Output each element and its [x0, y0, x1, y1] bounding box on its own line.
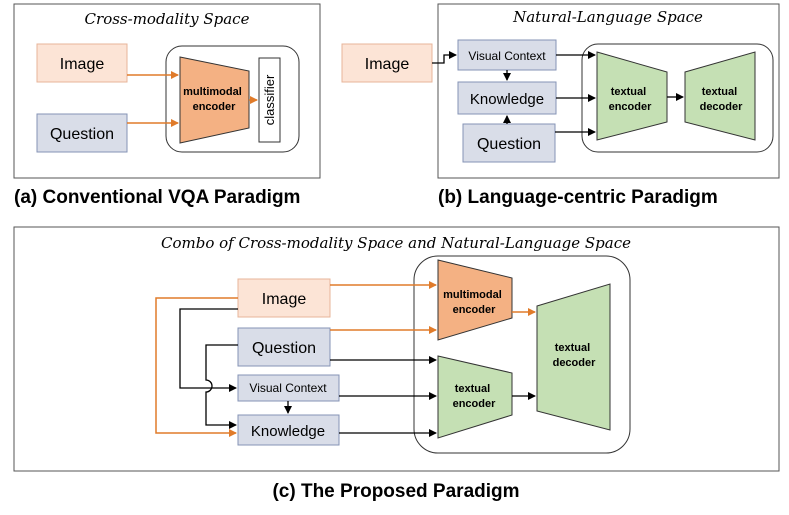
classifier-box	[258, 57, 281, 143]
textual-decoder-label: textual decoder	[700, 86, 744, 113]
textual-encoder-shape	[437, 355, 513, 439]
panel-a-title: Cross-modality Space	[85, 10, 250, 28]
image-label: Image	[262, 291, 307, 308]
textual-encoder-label: textual encoder	[453, 383, 497, 410]
panel-a: Cross-modality Space Image Question mult…	[13, 3, 321, 208]
multimodal-encoder-shape	[437, 259, 513, 341]
knowledge-label: Knowledge	[251, 423, 325, 440]
image-label: Image	[60, 56, 105, 73]
knowledge-label: Knowledge	[470, 91, 544, 108]
question-label: Question	[477, 136, 541, 153]
visual-context-label: Visual Context	[249, 381, 327, 395]
textual-encoder-label: textual encoder	[609, 86, 653, 113]
question-box	[36, 113, 128, 153]
question-label: Question	[252, 340, 316, 357]
arrow-image-visual-context	[432, 51, 457, 64]
panel-c-title: Combo of Cross-modality Space and Natura…	[161, 234, 631, 252]
knowledge-box	[237, 414, 340, 446]
textual-decoder-shape	[684, 51, 756, 141]
panel-b-frame	[437, 3, 780, 179]
multimodal-encoder-label: multimodal encoder	[443, 289, 505, 316]
question-label: Question	[50, 126, 114, 143]
arrow-image-knowledge-orange	[155, 297, 238, 437]
multimodal-encoder-label: multimodal encoder	[183, 86, 245, 113]
arrow-image-visual-context	[179, 308, 238, 392]
image-box	[341, 43, 433, 83]
panel-a-caption: (a) Conventional VQA Paradigm	[14, 187, 300, 208]
model-container	[413, 255, 631, 454]
panel-a-frame	[13, 3, 321, 179]
knowledge-box	[457, 81, 557, 115]
textual-encoder-shape	[596, 51, 668, 141]
image-box	[237, 278, 331, 318]
panel-c-caption: (c) The Proposed Paradigm	[272, 481, 519, 502]
visual-context-box	[237, 374, 340, 402]
arrow-question-knowledge	[205, 344, 238, 429]
textual-decoder-label: textual decoder	[553, 342, 597, 369]
panel-b: Natural-Language Space Image Visual Cont…	[341, 3, 780, 208]
panel-c: Combo of Cross-modality Space and Natura…	[13, 226, 780, 502]
image-label: Image	[365, 56, 410, 73]
panel-b-caption: (b) Language-centric Paradigm	[438, 187, 718, 208]
model-container	[165, 45, 300, 153]
panel-c-frame	[13, 226, 780, 472]
panel-b-title: Natural-Language Space	[512, 8, 703, 26]
image-box	[36, 43, 128, 83]
textual-decoder-shape	[536, 283, 611, 431]
question-box	[237, 327, 331, 367]
classifier-label: classifier	[262, 74, 277, 125]
multimodal-encoder-shape	[179, 56, 250, 144]
visual-context-label: Visual Context	[468, 49, 546, 63]
question-box	[462, 123, 556, 163]
